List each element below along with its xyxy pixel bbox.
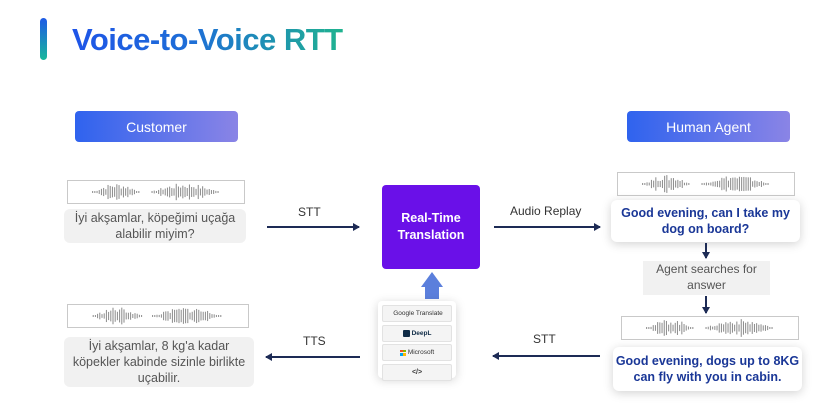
customer-waveform-out: [67, 304, 249, 328]
agent-waveform-in: [617, 172, 795, 196]
provider-deepl: DeepL: [382, 324, 452, 342]
translation-providers-panel: Google Translate DeepL Microsoft </>: [378, 301, 456, 381]
customer-message-out: İyi akşamlar, 8 kg'a kadar köpekler kabi…: [64, 337, 254, 387]
provider-custom-api: </>: [382, 363, 452, 381]
provider-label: Google Translate: [393, 310, 443, 317]
microsoft-logo-icon: [399, 349, 406, 356]
page-title: Voice-to-Voice RTT: [72, 22, 343, 57]
agent-message-in: Good evening, can I take my dog on board…: [611, 200, 800, 242]
agent-message-out: Good evening, dogs up to 8KG can fly wit…: [613, 347, 802, 391]
title-accent-bar: [40, 18, 47, 60]
customer-role-badge: Customer: [75, 111, 238, 142]
agent-search-note: Agent searches for answer: [643, 261, 770, 295]
stt-left-label: STT: [298, 205, 321, 219]
agent-waveform-out: [621, 316, 799, 340]
provider-google-translate: Google Translate: [382, 305, 452, 322]
customer-message-in: İyi akşamlar, köpeğimi uçağa alabilir mi…: [64, 209, 246, 243]
tts-label: TTS: [303, 334, 326, 348]
provider-label: DeepL: [411, 329, 432, 337]
stt-right-label: STT: [533, 332, 556, 346]
customer-waveform-in: [67, 180, 245, 204]
realtime-translation-box: Real-Time Translation: [382, 185, 480, 269]
deepl-logo-icon: [402, 329, 410, 337]
audio-replay-label: Audio Replay: [510, 204, 582, 218]
code-icon: </>: [411, 368, 423, 376]
agent-role-badge: Human Agent: [627, 111, 790, 142]
provider-microsoft: Microsoft: [382, 344, 452, 361]
provider-label: Microsoft: [407, 349, 435, 356]
up-arrow-providers: [421, 272, 443, 299]
